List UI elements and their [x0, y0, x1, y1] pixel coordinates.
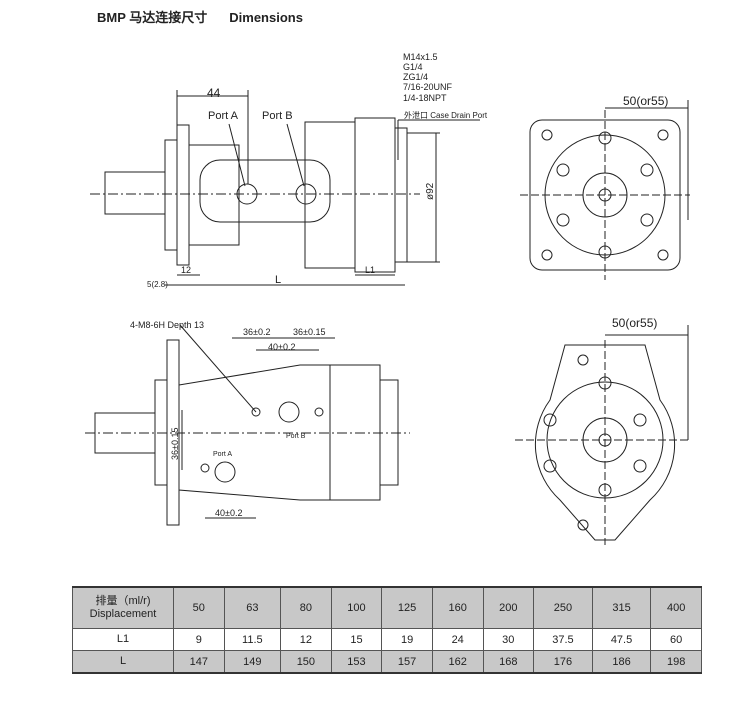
dim-36-02: 36±0.2	[243, 327, 270, 337]
thread-options: M14x1.5 G1/4 ZG1/4 7/16-20UNF 1/4-18NPT …	[403, 52, 488, 120]
dim-50-bottom: 50(or55)	[612, 316, 657, 330]
dim-36-015-vertical: 36±0.15	[170, 428, 180, 460]
side-view-bottom	[85, 324, 410, 526]
thread-option: 7/16-20UNF	[403, 82, 453, 92]
dim-5: 5(2.8)	[147, 280, 168, 289]
cell: 186	[591, 650, 652, 674]
header-cn: 排量（ml/r)	[95, 595, 151, 607]
thread-option: 1/4-18NPT	[403, 93, 447, 103]
dim-L: L	[275, 274, 281, 286]
cell: 15	[330, 628, 383, 651]
technical-drawing: 44 Port A Port B 12 L L1 5(2.8) ø92 M14x…	[85, 52, 690, 545]
cell: 157	[381, 650, 433, 674]
cell: 50	[173, 586, 225, 629]
dim-12: 12	[181, 265, 191, 275]
dim-40-bottom: 40±0.2	[215, 508, 242, 518]
row-label: L1	[72, 628, 174, 651]
dim-50-top: 50(or55)	[623, 94, 668, 108]
label-port-b: Port B	[262, 110, 293, 122]
cell: 47.5	[591, 628, 652, 651]
thread-option: ZG1/4	[403, 72, 428, 82]
label-port-b-small: Port B	[286, 433, 306, 440]
front-view-top	[520, 100, 690, 280]
cell: 100	[330, 586, 383, 629]
title-en: Dimensions	[229, 10, 303, 25]
displacement-header: 排量（ml/r)Displacement	[72, 586, 174, 629]
label-port-a-small: Port A	[213, 451, 232, 458]
cell: 315	[591, 586, 652, 629]
thread-option: G1/4	[403, 62, 423, 72]
side-view-top	[90, 90, 480, 286]
thread-option: M14x1.5	[403, 52, 438, 62]
cell: 153	[330, 650, 383, 674]
cell: 80	[280, 586, 332, 629]
dim-36-015: 36±0.15	[293, 327, 325, 337]
cell: 149	[223, 650, 282, 674]
cell: 162	[431, 650, 484, 674]
front-view-bottom	[515, 325, 690, 545]
cell: 37.5	[533, 628, 593, 651]
cell: 19	[381, 628, 433, 651]
cell: 250	[533, 586, 593, 629]
cell: 160	[431, 586, 484, 629]
cell: 9	[173, 628, 225, 651]
dim-L1: L1	[365, 265, 375, 275]
cell: 12	[280, 628, 332, 651]
cell: 11.5	[223, 628, 282, 651]
cell: 168	[482, 650, 535, 674]
cell: 147	[173, 650, 225, 674]
title-model: BMP 马达连接尺寸	[97, 10, 208, 25]
cell: 63	[223, 586, 282, 629]
cell: 176	[533, 650, 593, 674]
cell: 150	[280, 650, 332, 674]
cell: 200	[482, 586, 535, 629]
cell: 60	[650, 628, 702, 651]
cell: 125	[381, 586, 433, 629]
mount-holes-label: 4-M8-6H Depth 13	[130, 320, 204, 330]
cell: 198	[650, 650, 702, 674]
dim-44: 44	[207, 86, 221, 100]
cell: 30	[482, 628, 535, 651]
case-drain-label: 外泄口 Case Drain Port	[404, 110, 488, 120]
dim-40-top: 40±0.2	[268, 342, 295, 352]
label-port-a: Port A	[208, 110, 239, 122]
cell: 400	[650, 586, 702, 629]
cell: 24	[431, 628, 484, 651]
page-title: BMP 马达连接尺寸 Dimensions	[97, 7, 325, 26]
dim-dia92: ø92	[425, 182, 436, 200]
row-label: L	[72, 650, 174, 674]
header-en: Displacement	[89, 608, 157, 620]
